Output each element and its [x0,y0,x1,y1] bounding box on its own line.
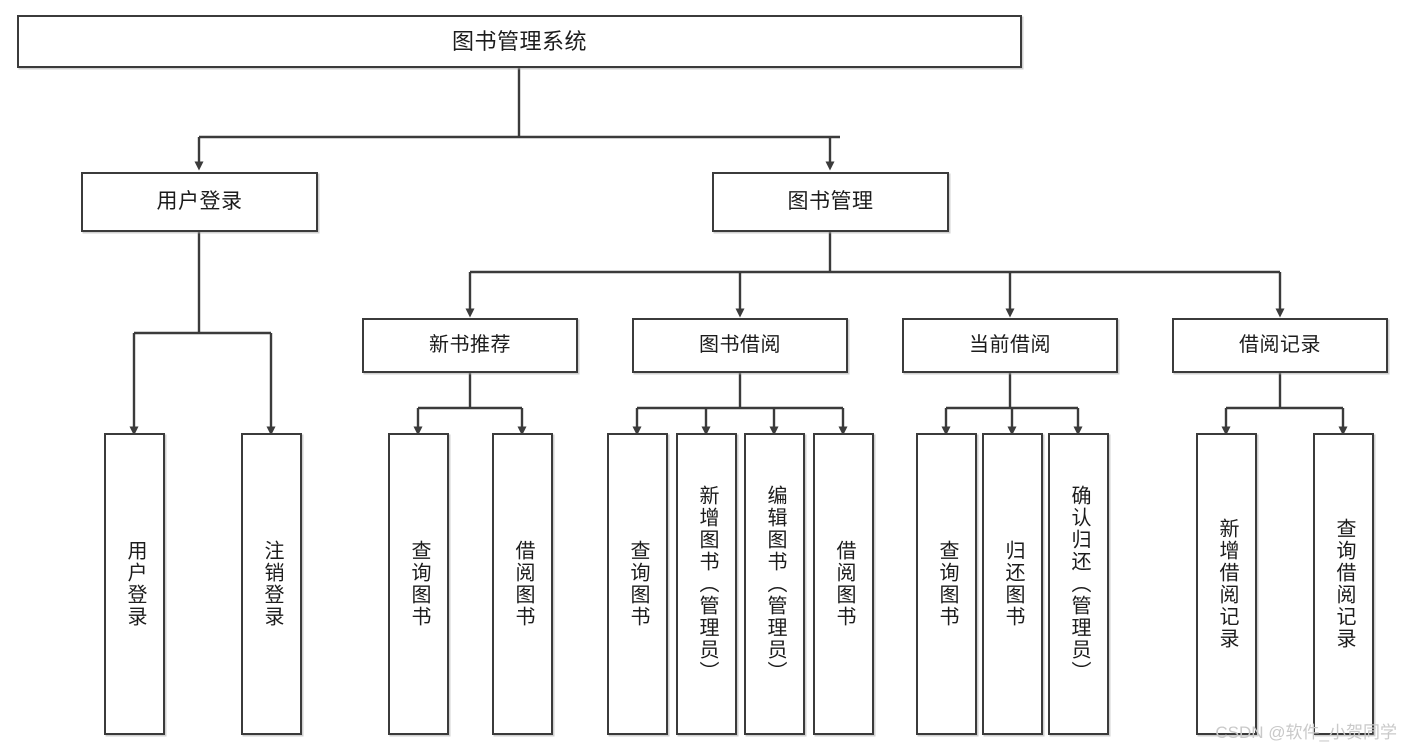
node-label: 借阅图书 [833,540,855,628]
node-label: 新书推荐 [429,334,511,356]
node-label: 查询图书 [408,540,430,628]
leaf-current-borrow-query[interactable]: 查询图书 [916,433,977,735]
node-label: 查询图书 [627,540,649,628]
node-label: 借阅图书 [512,540,534,628]
node-label: 用户登录 [124,540,146,628]
node-label: 图书管理系统 [451,28,587,54]
leaf-borrow-record-add[interactable]: 新增借阅记录 [1196,433,1257,735]
node-new-book-recommend[interactable]: 新书推荐 [362,318,578,373]
node-book-borrow[interactable]: 图书借阅 [632,318,848,373]
leaf-current-borrow-return[interactable]: 归还图书 [982,433,1043,735]
node-label: 图书借阅 [699,334,781,356]
node-label: 用户登录 [156,189,243,213]
node-label: 新增借阅记录 [1216,518,1238,650]
leaf-borrow-record-query[interactable]: 查询借阅记录 [1313,433,1374,735]
node-book-management[interactable]: 图书管理 [712,172,949,232]
node-current-borrow[interactable]: 当前借阅 [902,318,1118,373]
node-label: 查询借阅记录 [1333,518,1355,650]
leaf-user-login-login[interactable]: 用户登录 [104,433,165,735]
node-label: 归还图书 [1002,540,1024,628]
leaf-book-borrow-query[interactable]: 查询图书 [607,433,668,735]
leaf-book-borrow-edit-admin[interactable]: 编辑图书（管理员） [744,433,805,735]
leaf-user-login-logout[interactable]: 注销登录 [241,433,302,735]
leaf-new-book-query[interactable]: 查询图书 [388,433,449,735]
node-label: 编辑图书（管理员） [764,485,786,683]
leaf-book-borrow-add-admin[interactable]: 新增图书（管理员） [676,433,737,735]
node-label: 借阅记录 [1239,334,1321,356]
node-label: 确认归还（管理员） [1068,485,1090,683]
watermark-text: CSDN @软件_小贺同学 [1215,723,1397,742]
node-label: 注销登录 [261,540,283,628]
node-borrow-record[interactable]: 借阅记录 [1172,318,1388,373]
leaf-book-borrow-borrow[interactable]: 借阅图书 [813,433,874,735]
node-user-login[interactable]: 用户登录 [81,172,318,232]
leaf-current-borrow-confirm-admin[interactable]: 确认归还（管理员） [1048,433,1109,735]
node-label: 图书管理 [787,189,874,213]
leaf-new-book-borrow[interactable]: 借阅图书 [492,433,553,735]
node-label: 查询图书 [936,540,958,628]
node-label: 新增图书（管理员） [696,485,718,683]
node-label: 当前借阅 [969,334,1051,356]
node-book-management-system[interactable]: 图书管理系统 [17,15,1022,68]
